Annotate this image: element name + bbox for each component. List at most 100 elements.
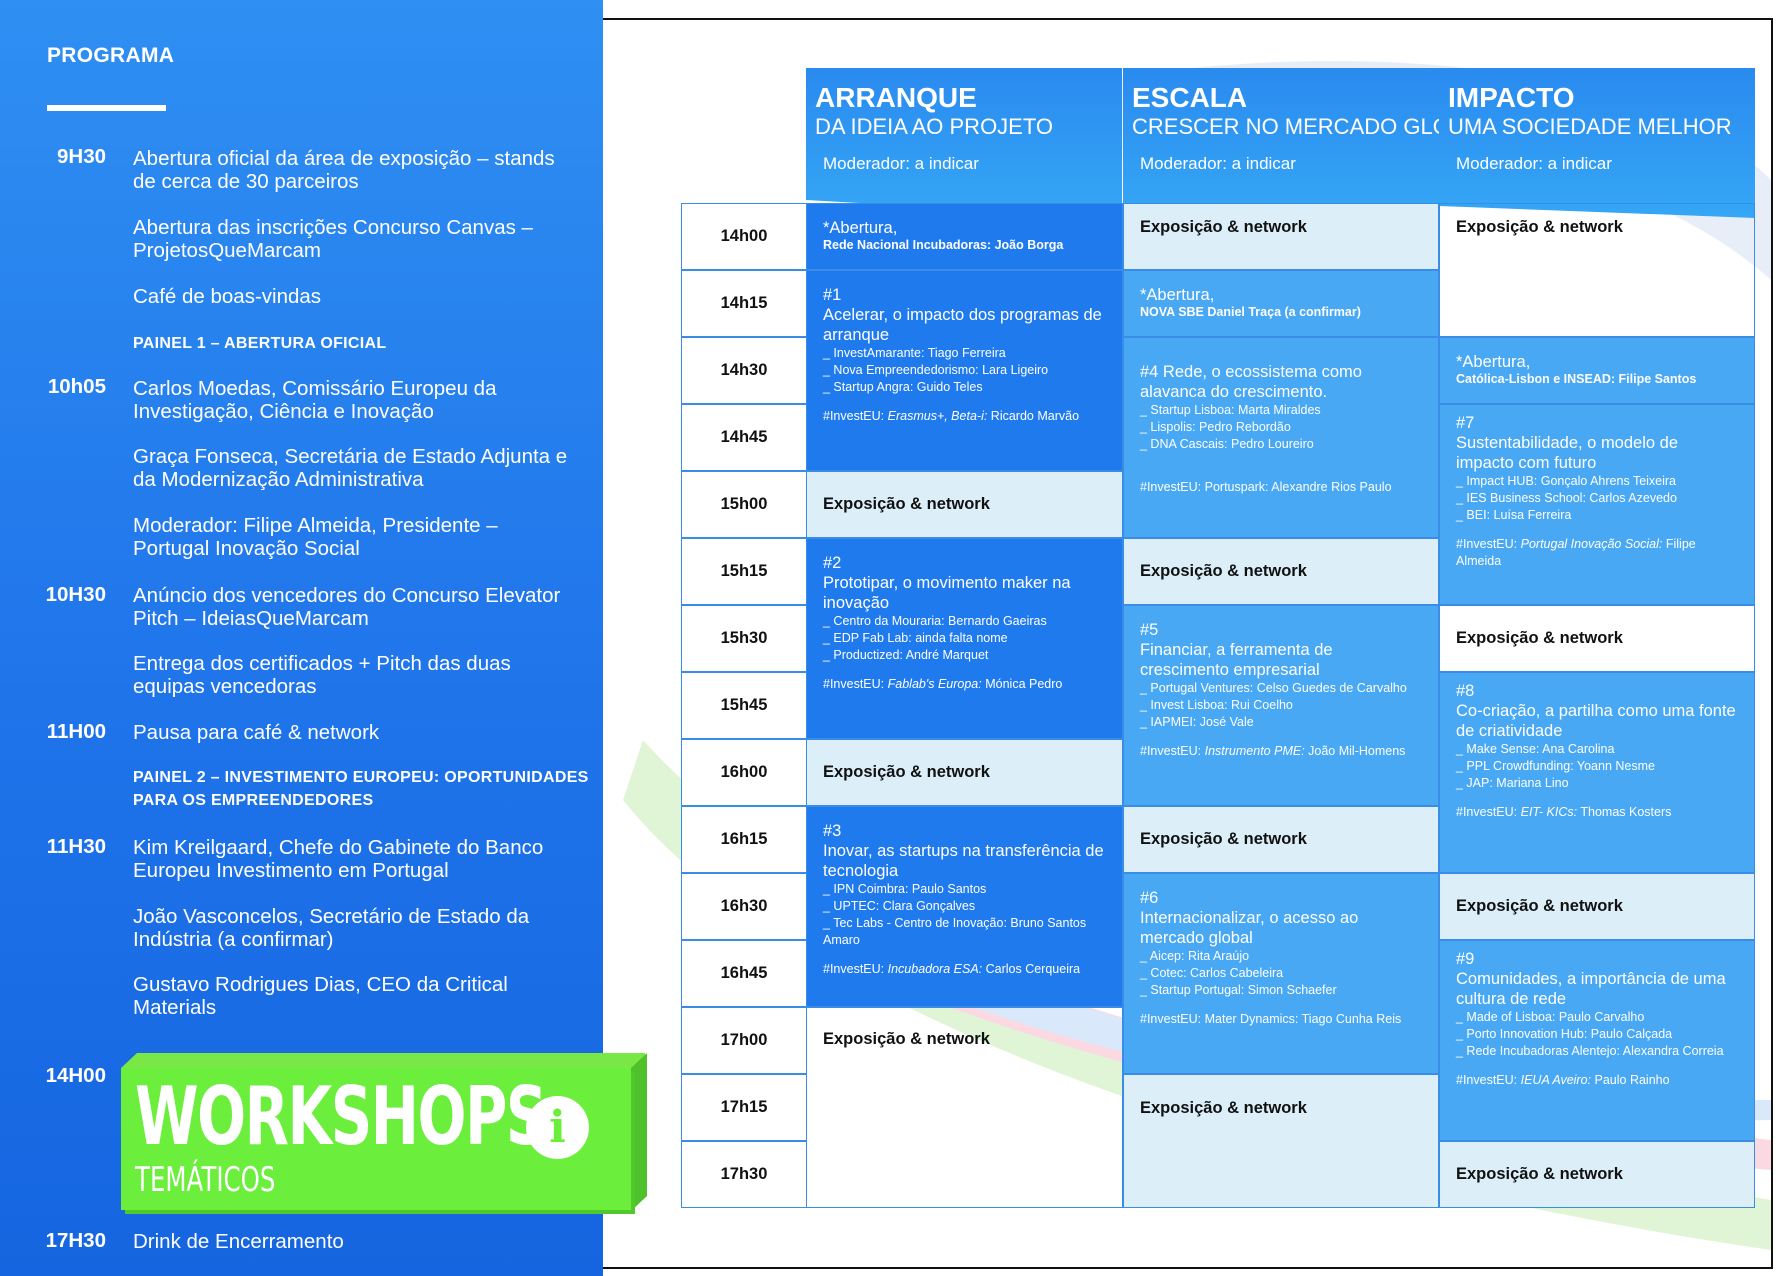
- session-number: #8: [1456, 682, 1475, 700]
- network-label: Exposição & network: [1456, 218, 1623, 236]
- session-5: #5 Financiar, a ferramenta de cresciment…: [1123, 605, 1439, 806]
- investeu-line: #InvestEU: Mater Dynamics: Tiago Cunha R…: [1140, 1012, 1402, 1026]
- time-slot: 15h00: [681, 471, 807, 538]
- network-break: Exposição & network: [1439, 605, 1755, 672]
- time-slot: 15h45: [681, 672, 807, 739]
- program-item: Abertura das inscrições Concurso Canvas …: [133, 216, 533, 262]
- speaker-line: _ BEI: Luísa Ferreira: [1456, 508, 1572, 522]
- column-header-impacto: IMPACTO UMA SOCIEDADE MELHOR Moderador: …: [1439, 68, 1755, 218]
- time-slot: 16h45: [681, 940, 807, 1007]
- speaker-line: _ Porto Innovation Hub: Paulo Calçada: [1456, 1027, 1673, 1041]
- session-9: #9 Comunidades, a importância de uma cul…: [1439, 940, 1755, 1141]
- investeu-line: #InvestEU: IEUA Aveiro: Paulo Rainho: [1456, 1073, 1670, 1087]
- investeu-line: #InvestEU: Portugal Inovação Social: Fil…: [1456, 537, 1696, 568]
- investeu-line: #InvestEU: EIT- KICs: Thomas Kosters: [1456, 805, 1672, 819]
- session-4: #4 Rede, o ecossistema como alavanca do …: [1123, 337, 1439, 538]
- speaker-line: _ Startup Lisboa: Marta Miraldes: [1140, 403, 1321, 417]
- session-6: #6 Internacionalizar, o acesso ao mercad…: [1123, 873, 1439, 1074]
- session-title: *Abertura,: [1140, 286, 1215, 304]
- column-title: IMPACTO: [1448, 82, 1575, 113]
- speaker-line: _ UPTEC: Clara Gonçalves: [823, 899, 976, 913]
- speaker-line: _ Invest Lisboa: Rui Coelho: [1140, 698, 1293, 712]
- speaker-line: _ Productized: André Marquet: [823, 648, 989, 662]
- session-title: Financiar, a ferramenta de crescimento e…: [1140, 641, 1333, 679]
- time-label: 11H00: [46, 720, 106, 743]
- workshops-title: WORKSHOPS: [135, 1070, 547, 1163]
- session-title: Prototipar, o movimento maker na inovaçã…: [823, 574, 1071, 612]
- time-slot: 17h15: [681, 1074, 807, 1141]
- column-header-arranque: ARRANQUE DA IDEIA AO PROJETO Moderador: …: [806, 68, 1122, 218]
- network-label: Exposição & network: [823, 1030, 990, 1048]
- time-slot: 15h15: [681, 538, 807, 605]
- time-slot: 14h30: [681, 337, 807, 404]
- workshops-banner-side: [631, 1053, 647, 1211]
- time-label: 9H30: [56, 145, 106, 168]
- session-number: #7: [1456, 414, 1475, 432]
- program-item: Drink de Encerramento: [133, 1230, 344, 1253]
- program-item: Gustavo Rodrigues Dias, CEO da Critical …: [133, 973, 508, 1019]
- time-label: 10H30: [45, 583, 106, 606]
- session-opening-impacto: *Abertura, Católica-Lisbon e INSEAD: Fil…: [1439, 337, 1755, 404]
- time-slot: 16h00: [681, 739, 807, 806]
- session-number: #6: [1140, 889, 1159, 907]
- investeu-line: #InvestEU: Instrumento PME: João Mil-Hom…: [1140, 744, 1406, 758]
- workshops-banner-top: [121, 1053, 645, 1068]
- speaker-line: _ Portugal Ventures: Celso Guedes de Car…: [1140, 681, 1407, 695]
- program-item: João Vasconcelos, Secretário de Estado d…: [133, 905, 530, 951]
- program-item: Entrega dos certificados + Pitch das dua…: [133, 652, 511, 698]
- session-title: *Abertura,: [1456, 353, 1531, 371]
- time-slot: 14h15: [681, 270, 807, 337]
- time-slot: 17h00: [681, 1007, 807, 1074]
- session-title: #4 Rede, o ecossistema como alavanca do …: [1140, 363, 1362, 401]
- time-slot: 14h45: [681, 404, 807, 471]
- session-title: Co-criação, a partilha como uma fonte de…: [1456, 702, 1736, 740]
- info-icon[interactable]: i: [526, 1096, 589, 1159]
- session-title: Inovar, as startups na transferência de …: [823, 842, 1104, 880]
- speaker-line: _ IPN Coimbra: Paulo Santos: [823, 882, 987, 896]
- speaker-line: _ Centro da Mouraria: Bernardo Gaeiras: [823, 614, 1047, 628]
- speaker-line: _ Make Sense: Ana Carolina: [1456, 742, 1615, 756]
- time-slot: 15h30: [681, 605, 807, 672]
- investeu-line: #InvestEU: Portuspark: Alexandre Rios Pa…: [1140, 480, 1392, 494]
- time-slot: 16h30: [681, 873, 807, 940]
- network-break: Exposição & network: [1439, 1141, 1755, 1208]
- session-title: Internacionalizar, o acesso ao mercado g…: [1140, 909, 1359, 947]
- network-break: Exposição & network: [1439, 203, 1755, 337]
- time-slot: 16h15: [681, 806, 807, 873]
- session-3: #3 Inovar, as startups na transferência …: [806, 806, 1123, 1007]
- session-number: #9: [1456, 950, 1475, 968]
- speaker-line: _ DNA Cascais: Pedro Loureiro: [1140, 437, 1314, 451]
- column-title: ESCALA: [1132, 82, 1248, 113]
- session-number: #3: [823, 822, 842, 840]
- column-subtitle: UMA SOCIEDADE MELHOR: [1448, 114, 1732, 139]
- speaker-line: _ Aicep: Rita Araújo: [1140, 949, 1250, 963]
- session-title: *Abertura,: [823, 219, 898, 237]
- investeu-line: #InvestEU: Incubadora ESA: Carlos Cerque…: [823, 962, 1081, 976]
- network-break: Exposição & network: [806, 1007, 1123, 1208]
- session-title: Acelerar, o impacto dos programas de arr…: [823, 306, 1102, 344]
- title-underline: [47, 105, 166, 111]
- speaker-line: _ EDP Fab Lab: ainda falta nome: [823, 631, 1008, 645]
- speaker-line: _ Made of Lisboa: Paulo Carvalho: [1456, 1010, 1645, 1024]
- speaker-line: _ Startup Portugal: Simon Schaefer: [1140, 983, 1337, 997]
- column-subtitle: CRESCER NO MERCADO GLOBAL: [1132, 114, 1492, 139]
- speaker-line: _ InvestAmarante: Tiago Ferreira: [823, 346, 1006, 360]
- speaker-line: _ Rede Incubadoras Alentejo: Alexandra C…: [1456, 1044, 1724, 1058]
- column-moderator: Moderador: a indicar: [823, 154, 979, 173]
- time-label: 14H00: [45, 1064, 106, 1087]
- network-break: Exposição & network: [806, 739, 1123, 806]
- session-opening-escala: *Abertura, NOVA SBE Daniel Traça (a conf…: [1123, 270, 1439, 337]
- investeu-line: #InvestEU: Erasmus+, Beta-i: Ricardo Mar…: [823, 409, 1080, 423]
- network-break: Exposição & network: [806, 471, 1123, 538]
- speaker-line: _ IES Business School: Carlos Azevedo: [1456, 491, 1677, 505]
- program-item: Kim Kreilgaard, Chefe do Gabinete do Ban…: [133, 836, 544, 882]
- session-number: #5: [1140, 621, 1159, 639]
- program-item: Carlos Moedas, Comissário Europeu da Inv…: [133, 377, 497, 423]
- column-title: ARRANQUE: [815, 82, 977, 113]
- session-7: #7 Sustentabilidade, o modelo de impacto…: [1439, 404, 1755, 605]
- column-moderator: Moderador: a indicar: [1456, 154, 1612, 173]
- session-title: Sustentabilidade, o modelo de impacto co…: [1456, 434, 1678, 472]
- speaker-line: _ Tec Labs - Centro de Inovação: Bruno S…: [823, 916, 1087, 947]
- network-break: Exposição & network: [1123, 806, 1439, 873]
- session-speaker: Católica-Lisbon e INSEAD: Filipe Santos: [1456, 372, 1697, 386]
